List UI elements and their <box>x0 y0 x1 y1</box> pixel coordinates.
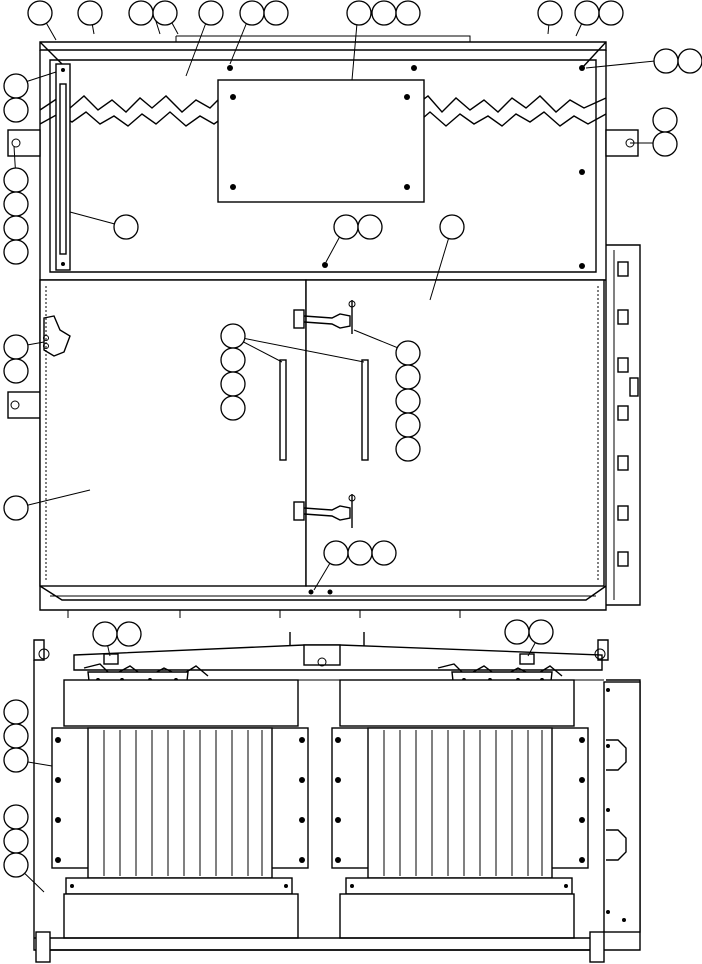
callout-bubble <box>3 804 29 830</box>
callout-bubble <box>220 371 246 397</box>
callout-bubble <box>395 340 421 366</box>
callout-bubble <box>3 723 29 749</box>
right-transformer <box>331 679 589 939</box>
callout-bubble <box>116 621 142 647</box>
callout-bubble <box>3 747 29 773</box>
callout-bubble <box>3 73 29 99</box>
callout-bubble <box>677 48 702 74</box>
callout-bubble <box>652 131 678 157</box>
callout-bubble <box>239 0 265 26</box>
callout-bubble <box>3 699 29 725</box>
callout-bubble <box>504 619 530 645</box>
callout-bubble <box>371 540 397 566</box>
callout-bubble <box>263 0 289 26</box>
callout-bubble <box>3 97 29 123</box>
callout-bubble <box>3 167 29 193</box>
callout-bubble <box>528 619 554 645</box>
callout-bubble <box>3 828 29 854</box>
callout-bubble <box>653 48 679 74</box>
callout-bubble <box>3 191 29 217</box>
mounting-plate <box>217 79 425 203</box>
callout-bubble <box>220 347 246 373</box>
callout-bubble <box>333 214 359 240</box>
callout-bubble <box>574 0 600 26</box>
callout-bubble <box>323 540 349 566</box>
callout-bubble <box>395 0 421 26</box>
callout-bubble <box>220 395 246 421</box>
callout-bubble <box>220 323 246 349</box>
callout-bubble <box>113 214 139 240</box>
door-latch-top <box>293 300 356 334</box>
callout-bubble <box>3 358 29 384</box>
callout-bubble <box>3 239 29 265</box>
vent-slots <box>617 261 639 567</box>
left-transformer <box>51 679 309 939</box>
door-latch-bottom <box>293 494 356 528</box>
callout-bubble <box>439 214 465 240</box>
callout-bubble <box>652 107 678 133</box>
callout-bubble <box>395 412 421 438</box>
callout-bubble <box>77 0 103 26</box>
callout-bubble <box>371 0 397 26</box>
callout-bubble <box>152 0 178 26</box>
callout-bubble <box>395 364 421 390</box>
callout-bubble <box>198 0 224 26</box>
callout-bubble <box>346 0 372 26</box>
callout-bubble <box>27 0 53 26</box>
callout-bubble <box>128 0 154 26</box>
upper-cabinet <box>7 35 641 618</box>
callout-bubble <box>3 334 29 360</box>
callout-bubble <box>3 215 29 241</box>
callout-bubble <box>537 0 563 26</box>
callout-bubble <box>395 436 421 462</box>
left-door <box>39 279 307 587</box>
callout-bubbles <box>3 0 702 878</box>
lower-section <box>33 632 641 963</box>
callout-bubble <box>347 540 373 566</box>
callout-bubble <box>395 388 421 414</box>
callout-bubble <box>357 214 383 240</box>
callout-bubble <box>3 495 29 521</box>
callout-bubble <box>92 621 118 647</box>
callout-bubble <box>598 0 624 26</box>
callout-bubble <box>3 852 29 878</box>
